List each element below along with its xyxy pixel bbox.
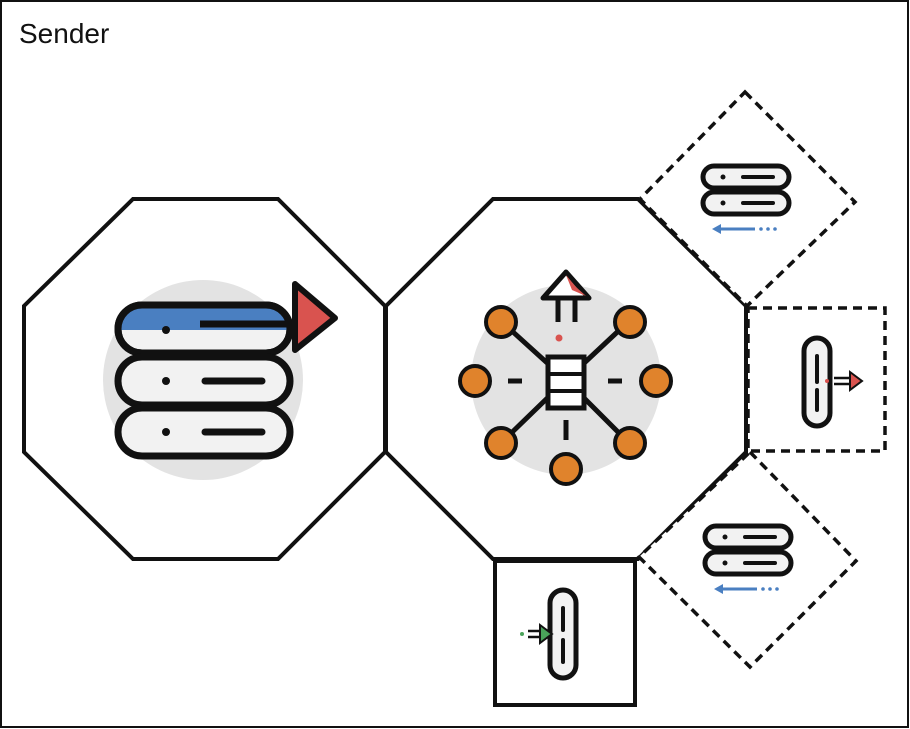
server-receive-icon bbox=[700, 163, 792, 234]
port-receive-icon bbox=[520, 587, 579, 681]
port-send-icon bbox=[801, 335, 864, 429]
bottom-solid-square bbox=[493, 559, 637, 707]
server-receive-icon-2 bbox=[702, 523, 794, 594]
diagram-title: Sender bbox=[19, 18, 110, 49]
server-stack-send-icon bbox=[103, 280, 338, 480]
network-hub-icon bbox=[458, 269, 673, 486]
